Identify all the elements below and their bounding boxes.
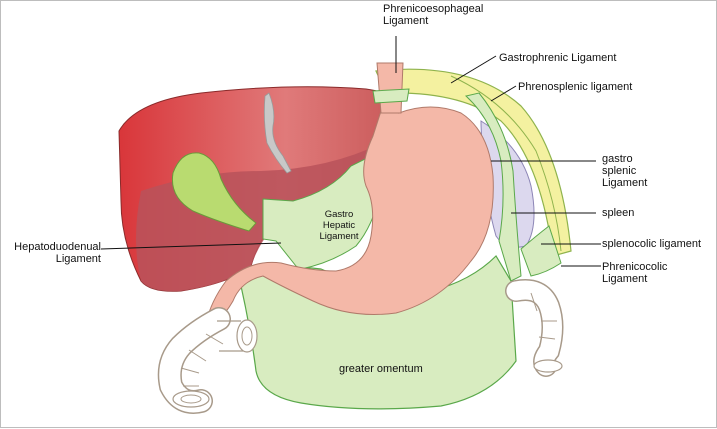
label-hepatoduodenal: Hepatoduodenual Ligament — [14, 241, 101, 265]
splenic-ligament-strip — [464, 92, 522, 282]
gastrohepatic-region — [262, 155, 382, 270]
gallbladder — [171, 152, 257, 232]
diaphragm-band — [375, 68, 572, 257]
phrenicoesophageal-cuff — [372, 88, 410, 104]
label-gastrophrenic: Gastrophrenic Ligament — [499, 52, 617, 64]
label-splenocolic: splenocolic ligament — [602, 238, 702, 250]
label-gastrohepatic: Gastro Hepatic Ligament — [319, 209, 359, 242]
colon — [505, 279, 564, 377]
label-greater-omentum: greater omentum — [339, 363, 423, 375]
label-gastrosplenic: gastro splenic Ligament — [602, 153, 648, 189]
leader-lines — [100, 36, 601, 267]
esophagus — [376, 62, 404, 114]
label-phrenosplenic: Phrenosplenic ligament — [518, 81, 633, 93]
phrenicocolic-strip — [520, 225, 562, 277]
label-phrenicocolic: Phrenicocolic Ligament — [602, 261, 668, 285]
duodenum — [157, 307, 258, 414]
stomach — [205, 68, 494, 324]
diaphragm-inner-line — [450, 75, 562, 252]
falciform-ligament — [263, 92, 292, 174]
label-spleen: spleen — [602, 207, 635, 219]
label-phrenicoesophageal: Phrenicoesophageal Ligament — [383, 3, 484, 27]
